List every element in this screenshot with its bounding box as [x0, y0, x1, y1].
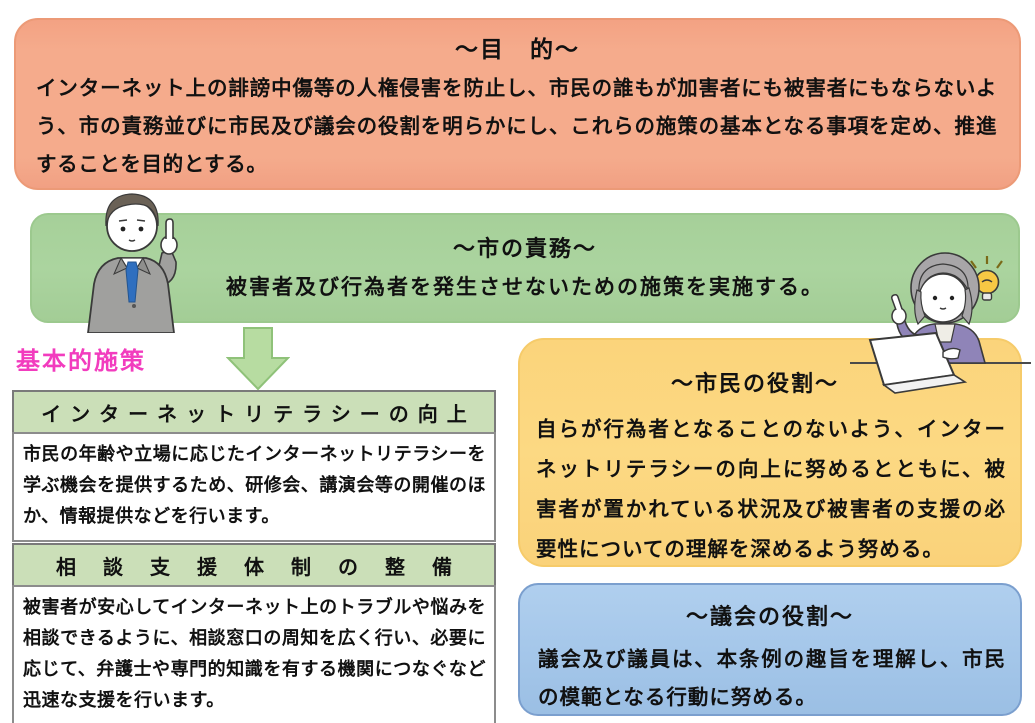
pointing-hand-icon	[891, 307, 907, 325]
council-role-box: ～議会の役割～ 議会及び議員は、本条例の趣旨を理解し、市民の模範となる行動に努め…	[518, 583, 1022, 716]
measure-literacy-body-text: 市民の年齢や立場に応じたインターネットリテラシーを学ぶ機会を提供するため、研修会…	[12, 432, 496, 542]
measure-box-literacy: インターネットリテラシーの向上 市民の年齢や立場に応じたインターネットリテラシー…	[12, 390, 496, 542]
measure-consultation-heading: 相談支援体制の整備	[12, 543, 496, 587]
city-duty-box: ～市の責務～ 被害者及び行為者を発生させないための施策を実施する。	[30, 213, 1020, 323]
measure-literacy-heading: インターネットリテラシーの向上	[12, 390, 496, 434]
purpose-box: ～目 的～ インターネット上の誹謗中傷等の人権侵害を防止し、市民の誰もが加害者に…	[14, 18, 1021, 190]
businessman-pointing-illustration	[87, 193, 178, 333]
basic-measures-label: 基本的施策	[16, 348, 146, 375]
council-role-body-text: 議会及び議員は、本条例の趣旨を理解し、市民の模範となる行動に努める。	[538, 648, 1006, 709]
city-duty-body-text: 被害者及び行為者を発生させないための施策を実施する。	[226, 276, 824, 299]
laptop-icon	[868, 331, 968, 394]
purpose-body-text: インターネット上の誹謗中傷等の人権侵害を防止し、市民の誰もが加害者にも被害者にも…	[36, 77, 997, 176]
tie-icon	[125, 261, 139, 303]
hair-icon	[105, 193, 159, 227]
city-duty-title: ～市の責務～	[452, 236, 597, 261]
purpose-title: ～目 的～	[455, 36, 580, 62]
down-arrow-icon	[226, 327, 290, 391]
woman-with-laptop-illustration	[850, 252, 1031, 394]
citizen-role-title: ～市民の役割～	[670, 371, 839, 396]
measure-box-consultation: 相談支援体制の整備 被害者が安心してインターネット上のトラブルや悩みを相談できる…	[12, 543, 496, 723]
council-role-title: ～議会の役割～	[685, 604, 854, 629]
measure-consultation-body-text: 被害者が安心してインターネット上のトラブルや悩みを相談できるように、相談窓口の周…	[12, 585, 496, 723]
citizen-role-body-text: 自らが行為者となることのないよう、インターネットリテラシーの向上に努めるとともに…	[536, 418, 1006, 561]
